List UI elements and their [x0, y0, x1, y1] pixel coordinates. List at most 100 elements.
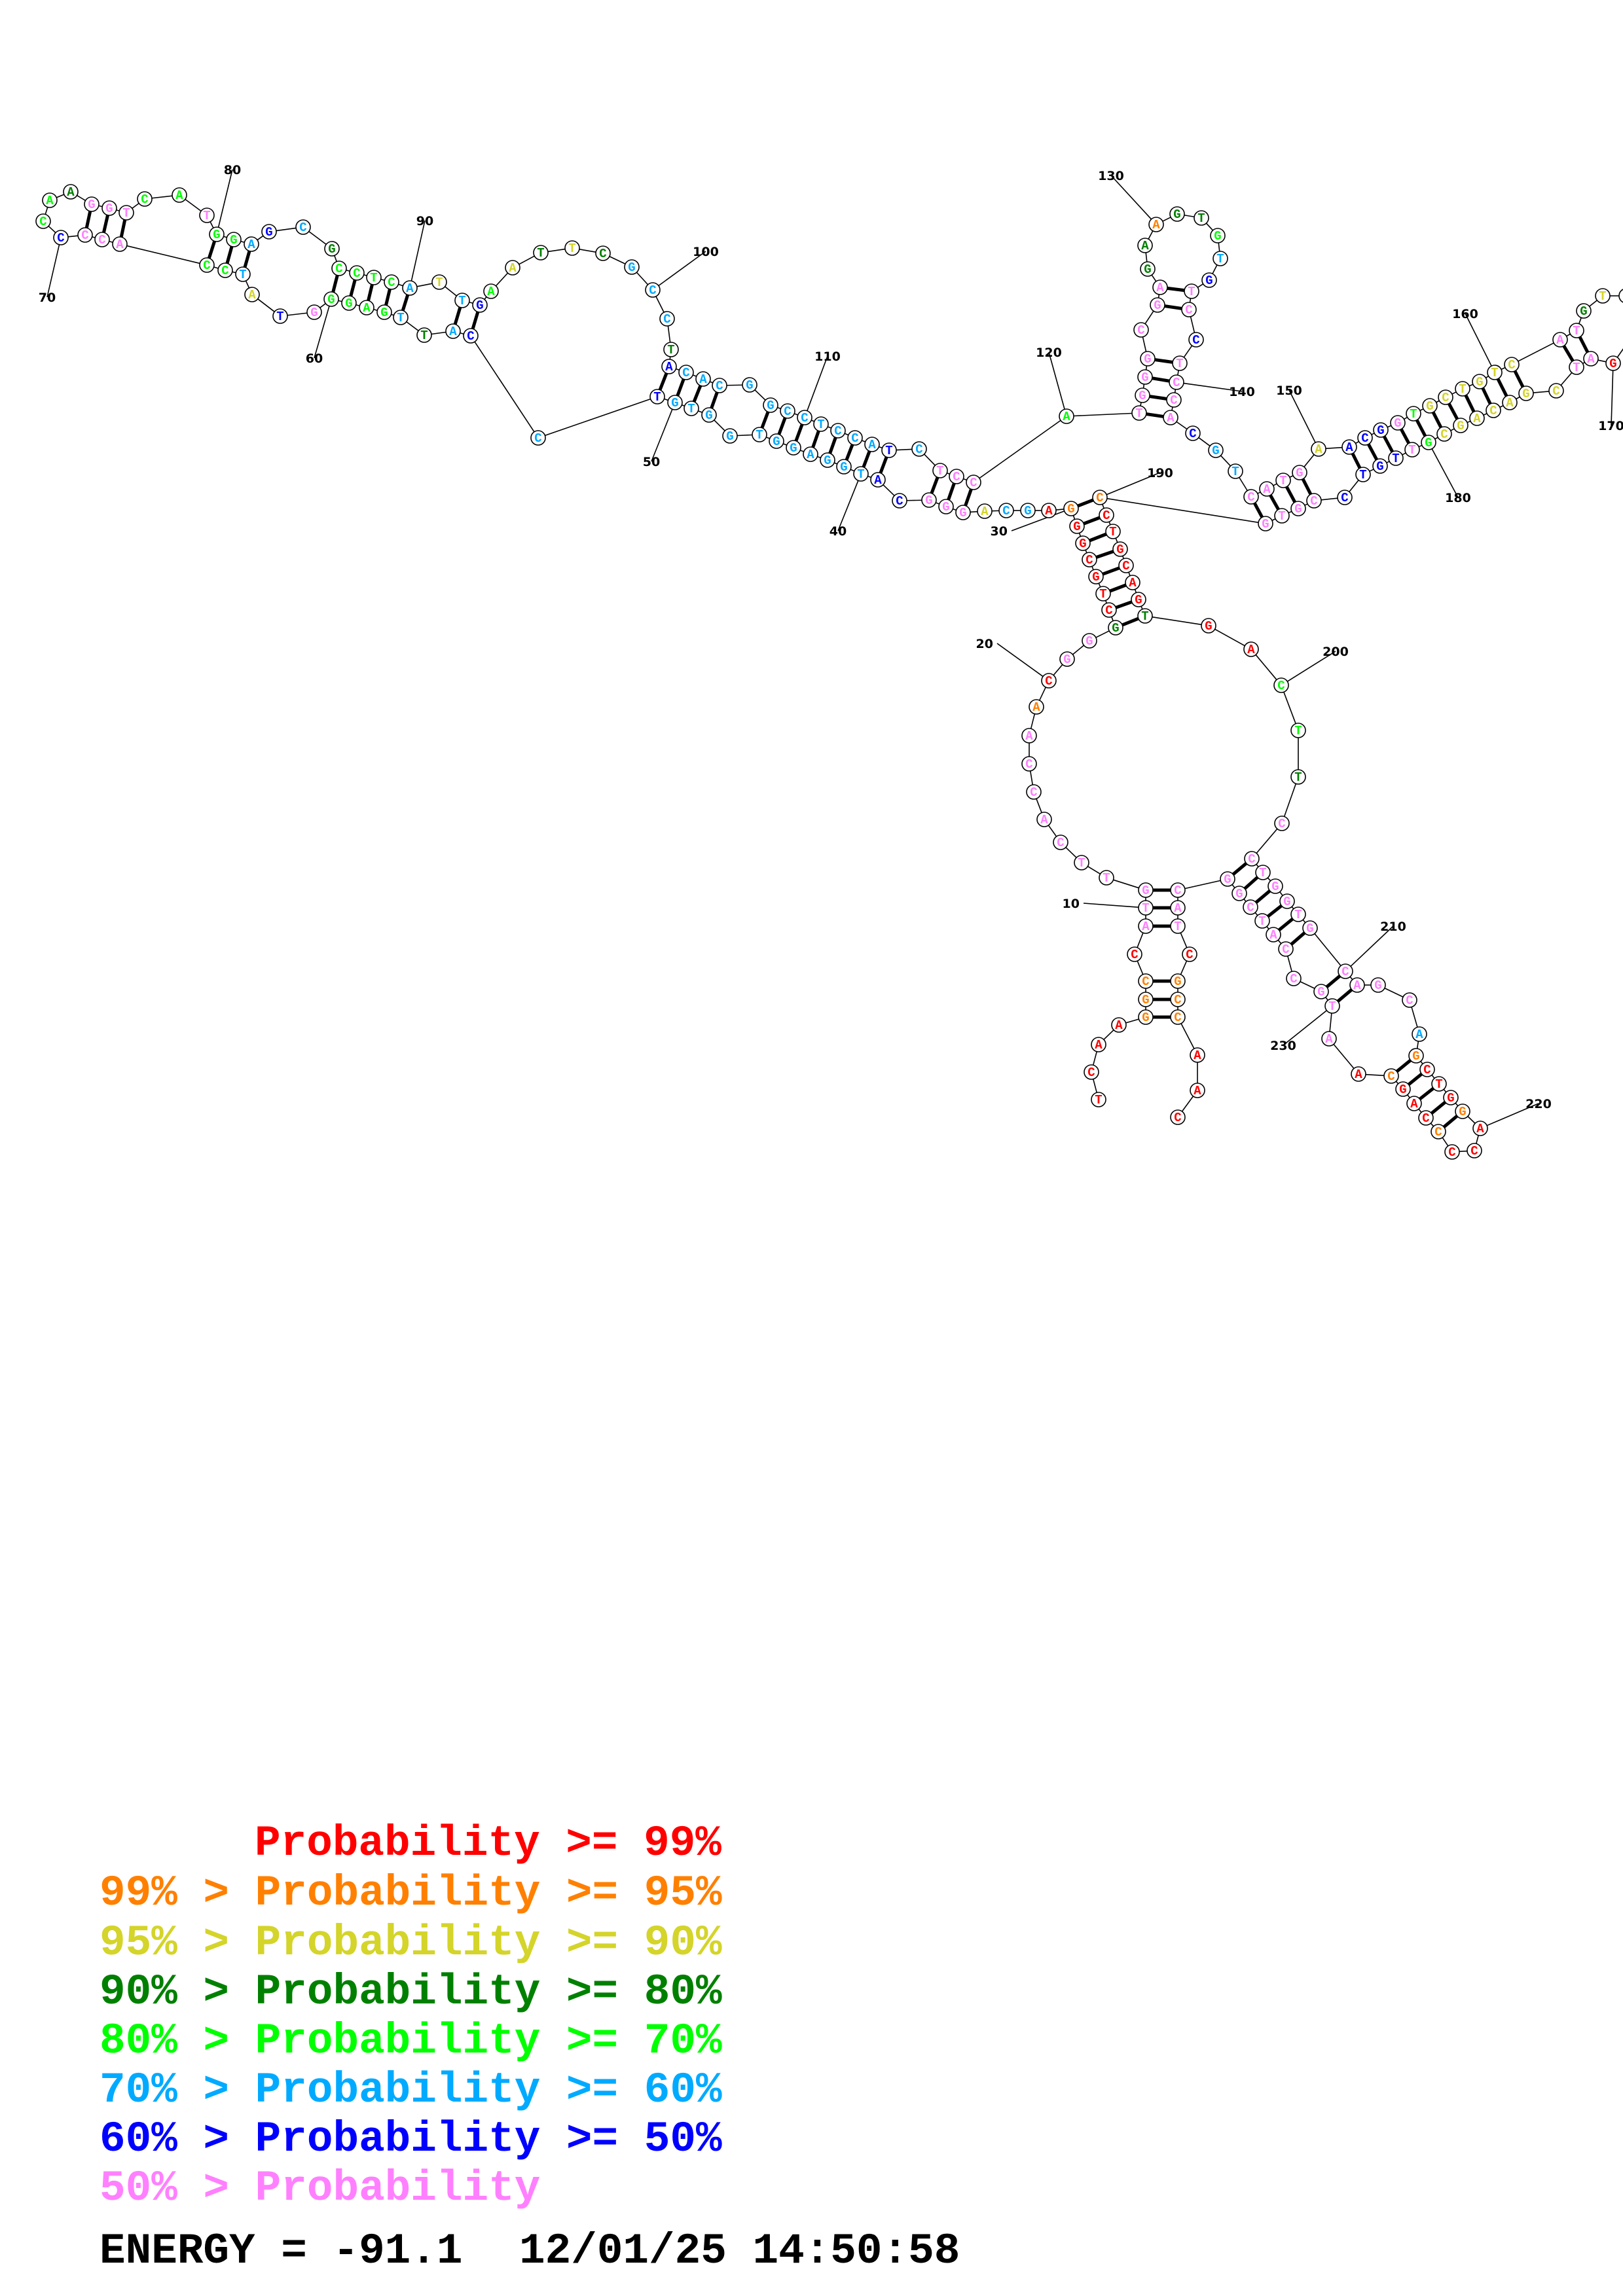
nucleotide-letter: C [953, 470, 960, 484]
nucleotide-letter: C [1278, 817, 1285, 831]
number-leader-line [1011, 511, 1065, 531]
nucleotide-circle [1137, 369, 1153, 385]
nucleotide-circle [1092, 490, 1108, 505]
nucleotide-circle [769, 433, 784, 449]
base-pair-bond [710, 391, 719, 409]
base-pair-bond [1407, 1072, 1423, 1086]
nucleotide-circle [1421, 435, 1436, 450]
nucleotide-circle [1082, 633, 1097, 649]
nucleotide-letter: A [46, 194, 54, 208]
number-leader-line [217, 169, 233, 228]
backbone-segment [1137, 932, 1144, 948]
nucleotide-letter: T [1188, 285, 1195, 299]
backbone-segment [1257, 492, 1261, 494]
backbone-segment [469, 301, 473, 304]
nucleotide-circle [1422, 398, 1438, 414]
nucleotide: G [1373, 422, 1389, 438]
nucleotide-letter: A [1040, 813, 1048, 827]
nucleotide-letter: T [1294, 770, 1302, 785]
nucleotide-letter: G [1144, 262, 1151, 277]
backbone-segment [844, 433, 849, 436]
nucleotide: G [938, 499, 954, 514]
nucleotide-circle [892, 493, 907, 509]
nucleotide-letter: G [1205, 274, 1213, 288]
nucleotide-letter: A [487, 285, 495, 299]
nucleotide: C [1170, 1009, 1186, 1025]
position-number-label: 20 [976, 637, 993, 651]
backbone-segment [817, 456, 821, 459]
nucleotide-circle [1569, 359, 1584, 375]
nucleotide: G [1390, 415, 1406, 431]
backbone-segment [1239, 476, 1248, 492]
nucleotide-letter: G [1224, 872, 1231, 887]
nucleotide-circle [463, 328, 479, 344]
nucleotide-letter: T [1078, 856, 1085, 870]
nucleotide-letter: A [1263, 482, 1271, 497]
backbone-segment [1287, 956, 1292, 972]
nucleotide-circle [1208, 442, 1224, 458]
backbone-segment [1198, 437, 1211, 447]
nucleotide-letter: C [1002, 504, 1010, 518]
nucleotide-letter: C [896, 494, 903, 509]
nucleotide-circle [1170, 1109, 1186, 1125]
base-pair-bond [1077, 498, 1094, 508]
nucleotide-circle [1127, 946, 1142, 962]
nucleotide-letter: T [568, 242, 575, 256]
nucleotide-circle [1163, 410, 1178, 425]
nucleotide: C [1273, 677, 1289, 693]
nucleotide-letter: C [1448, 1145, 1455, 1160]
nucleotide-letter: G [1142, 1011, 1149, 1025]
backbone-segment [1442, 1137, 1449, 1147]
nucleotide-circle [1390, 415, 1406, 431]
nucleotide: C [1021, 756, 1037, 772]
nucleotide: A [1469, 410, 1485, 426]
base-pair-bond [1095, 550, 1114, 559]
nucleotide: C [1438, 389, 1453, 405]
nucleotide-circle [1290, 501, 1306, 516]
nucleotide-circle [1170, 900, 1186, 916]
nucleotide-letter: T [1135, 406, 1142, 421]
nucleotide-circle [1138, 918, 1154, 934]
legend-line-3: 95% > Probability >= 90% [100, 1918, 722, 1967]
nucleotide-circle [1112, 541, 1128, 557]
nucleotide-letter: G [942, 500, 949, 514]
nucleotide-circle [1201, 618, 1216, 634]
nucleotide-letter: G [1135, 593, 1142, 607]
nucleotide: T [1406, 406, 1421, 422]
nucleotide-letter: A [868, 438, 876, 452]
base-pair-bond [1442, 1115, 1459, 1128]
nucleotide-letter: A [1194, 1084, 1201, 1098]
nucleotide-circle [921, 492, 937, 508]
nucleotide: A [1351, 1066, 1366, 1082]
nucleotide: A [42, 192, 58, 208]
nucleotide-circle [35, 213, 51, 229]
nucleotide-letter: G [1144, 352, 1151, 367]
backbone-segment [1283, 783, 1297, 817]
number-leader-line [46, 244, 60, 298]
base-pair-bond [453, 306, 462, 325]
nucleotide-circle [1278, 941, 1294, 957]
position-number-label: 130 [1098, 169, 1124, 183]
backbone-segment [1180, 1023, 1195, 1049]
nucleotide-letter: C [716, 379, 723, 393]
nucleotide: A [1029, 699, 1044, 715]
backbone-segment [782, 443, 788, 446]
nucleotide: T [663, 342, 679, 357]
nucleotide-letter: A [665, 360, 673, 374]
nucleotide-letter: T [1392, 452, 1399, 466]
backbone-segment [1365, 1073, 1385, 1077]
nucleotide-circle [1436, 426, 1452, 442]
nucleotide-letter: G [959, 506, 966, 520]
nucleotide-letter: C [1142, 975, 1149, 989]
nucleotide-letter: T [1095, 1093, 1102, 1107]
nucleotide-circle [1140, 261, 1156, 277]
nucleotide-letter: A [67, 185, 75, 200]
nucleotide-letter: T [1435, 1077, 1442, 1092]
nucleotide: C [1170, 992, 1186, 1007]
nucleotide: C [595, 245, 611, 261]
backbone-segment [1243, 899, 1247, 902]
position-number-label: 200 [1322, 645, 1349, 659]
nucleotide-letter: C [1489, 404, 1497, 418]
nucleotide: G [1576, 303, 1592, 319]
backbone-segment [754, 389, 766, 401]
